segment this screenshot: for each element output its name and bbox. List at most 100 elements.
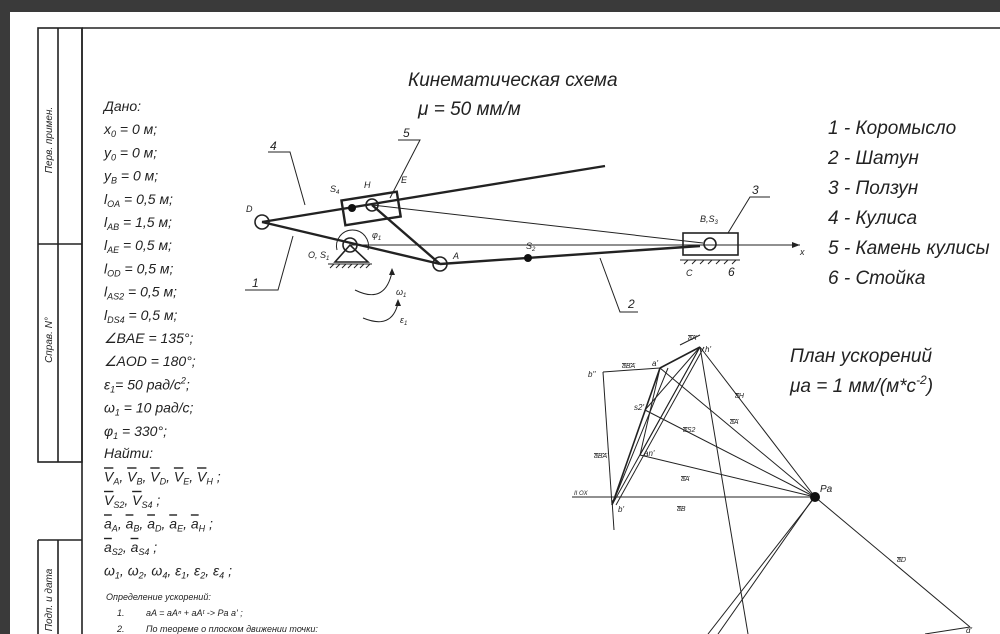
label-b-s3: B,S3 [700,214,719,226]
given-line: lDS4 = 0,5 м; [104,307,178,325]
given-line: lAS2 = 0,5 м; [104,284,177,302]
drawing-frame: Перв. примен. Справ. N° Подп. и дата [37,27,1000,634]
legend: 1 - Коромысло 2 - Шатун 3 - Ползун 4 - К… [827,118,990,289]
link-2-connecting-rod [439,244,701,266]
stamp-first-use: Перв. примен. [44,107,55,173]
label-a: A [452,251,459,261]
x-axis-arrow-icon [792,242,800,248]
stamp-sign-date: Подп. и дата [44,568,55,631]
label-h: H [364,180,371,190]
vector-label: aD [897,557,906,564]
label-omega1: ω1 [396,287,406,299]
label-link-5: 5 [403,126,410,140]
acceleration-plan [572,334,971,634]
given-line: lAB = 1,5 м; [104,214,172,232]
label-d-prime: d' [966,626,972,634]
mechanism-diagram [245,139,800,323]
find-line: ω1, ω2, ω4, ε1, ε2, ε4 ; [104,562,232,580]
scheme-labels: D O, S1 φ1 A S2 B,S3 C H E S4 ω1 ε1 x 1 … [246,126,805,327]
link-1-rocker [261,220,441,266]
note-text: По теореме о плоском движении точки: [146,624,318,634]
given-line: y0 = 0 м; [103,144,157,162]
label-link-2: 2 [627,297,635,311]
vector-label: aS2 [683,427,696,434]
label-s2: S2 [526,241,536,253]
slider-block-5 [340,190,403,227]
label-an-prime: an' [644,449,655,458]
given-line: ∠AOD = 180°; [104,353,196,369]
given-line: ∠BAE = 135°; [104,330,193,346]
label-parallel-ox: II OX [574,491,589,497]
vector-label: aB [677,506,686,513]
find-line: aA, aB, aD, aE, aH ; [104,515,213,533]
note-number: 1. [117,608,125,618]
vector-label: aBA [594,453,608,460]
joint-o [342,237,358,253]
point-s4 [348,204,356,212]
label-s2-prime: s2' [634,403,644,412]
joint-b [703,237,717,251]
vector-label: aBA [622,363,636,370]
legend-item: 2 - Шатун [827,148,919,169]
label-c: C [686,268,693,278]
joint-a [432,256,448,272]
vector-label: aH [735,393,745,400]
epsilon-arrow-icon [362,302,399,323]
label-x: x [799,247,805,257]
point-s2 [524,254,532,262]
legend-item: 3 - Ползун [828,178,919,199]
slider-3 [682,232,739,256]
given-heading: Дано: [102,98,141,114]
given-line: lAE = 0,5 м; [104,237,172,255]
notes-heading: Определение ускорений: [106,592,211,602]
label-link-1: 1 [252,276,259,290]
vector-label: aA [730,419,739,426]
legend-item: 4 - Кулиса [828,208,917,229]
legend-item: 6 - Стойка [828,268,925,289]
joint-d [254,214,270,230]
accel-plan-title: План ускорений [790,346,932,367]
given-line: ε1= 50 рад/с2; [104,375,190,394]
label-b-prime: b' [618,505,624,514]
drawing-sheet: Перв. примен. Справ. N° Подп. и дата Дан… [10,12,1000,634]
given-line: lOA = 0,5 м; [104,191,173,209]
given-line: ω1 = 10 рад/с; [104,400,194,418]
note-text: aA = aAⁿ + aAᵗ -> Pa a' ; [146,608,243,618]
label-link-3: 3 [752,183,759,197]
pole-pa [810,492,820,502]
accel-plan-scale: μa = 1 мм/(м*с-2) [789,373,933,397]
label-a-prime: a' [652,359,658,368]
find-line: VA, VB, VD, VE, VH ; [104,468,221,486]
label-link-4: 4 [270,139,277,153]
label-b-double-prime: b'' [588,370,596,379]
drawing-canvas: Перв. примен. Справ. N° Подп. и дата Дан… [37,27,1000,634]
given-line: x0 = 0 м; [103,121,157,139]
vector-label: aA [681,476,690,483]
label-h-prime: h' [705,345,711,354]
vector-label: aA [688,335,697,342]
notes-block: Определение ускорений: 1. aA = aAⁿ + aAᵗ… [106,592,318,634]
stamp-ref-no: Справ. N° [44,317,55,363]
note-number: 2. [116,624,125,634]
given-line: lOD = 0,5 м; [104,260,174,278]
given-line: φ1 = 330°; [104,423,167,441]
label-eps1: ε1 [400,315,407,327]
label-phi1: φ1 [372,230,381,242]
find-line: aS2, aS4 ; [104,539,157,557]
given-line: yB = 0 м; [103,168,158,186]
omega-arrow-icon [354,271,393,295]
given-data-block: Дано: x0 = 0 м; y0 = 0 м; yB = 0 м; lOA = 0,… [102,98,232,580]
legend-item: 1 - Коромысло [828,118,956,139]
legend-item: 5 - Камень кулисы [828,238,990,259]
find-heading: Найти: [104,445,153,461]
link-4-rocker-guide [261,164,606,224]
label-d: D [246,204,253,214]
label-pa: Pa [820,484,833,495]
scheme-scale: μ = 50 мм/м [417,99,521,120]
label-e: E [401,175,408,185]
accel-plan-labels: Pa h' a' b'' b' s2' an' d' II OX aA aBA … [574,335,972,634]
scheme-title: Кинематическая схема [408,70,618,91]
label-link-6: 6 [728,265,735,279]
find-line: VS2, VS4 ; [104,492,160,510]
joint-h [365,198,379,212]
